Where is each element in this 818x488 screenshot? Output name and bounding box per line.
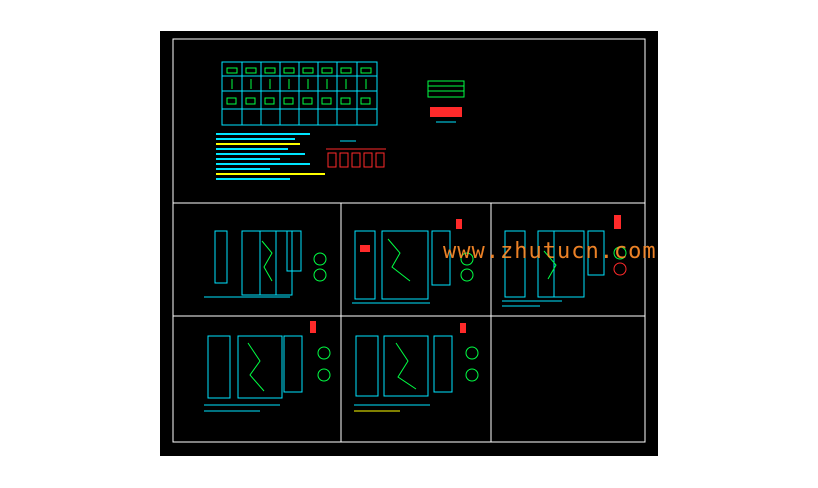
drawing-frame bbox=[172, 38, 646, 443]
circuit-symbols bbox=[326, 140, 386, 168]
cad-drawing-canvas: www.zhutucn.com bbox=[160, 31, 658, 456]
legend-table bbox=[427, 80, 465, 123]
watermark-text: www.zhutucn.com bbox=[443, 239, 657, 264]
switchgear-lineup bbox=[221, 61, 378, 126]
cad-drawing-svg bbox=[172, 38, 646, 443]
cabinet-section-2 bbox=[352, 219, 474, 304]
switchgear-components bbox=[226, 67, 372, 105]
cabinet-section-1 bbox=[204, 230, 327, 298]
overview-single-line-diagram bbox=[216, 61, 465, 180]
cabinet-section-5 bbox=[354, 323, 479, 412]
notes-block bbox=[216, 133, 325, 180]
cabinet-section-3 bbox=[502, 215, 627, 307]
cabinet-section-4 bbox=[204, 321, 331, 412]
